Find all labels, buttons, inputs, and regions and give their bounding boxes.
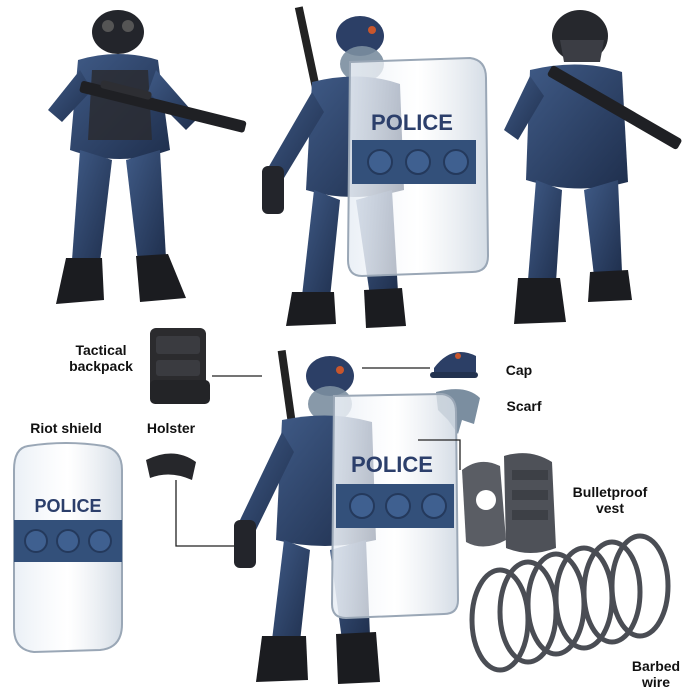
riot-shield-accessory: POLICE — [13, 442, 123, 654]
swat-figure-shield-top: POLICE — [262, 6, 490, 328]
barbed-wire — [469, 533, 671, 673]
swat-figure-helmet — [504, 10, 682, 324]
label-cap: Cap — [505, 362, 533, 378]
label-tactical-backpack: Tactical backpack — [69, 342, 133, 374]
cap — [430, 352, 478, 378]
label-scarf: Scarf — [506, 398, 542, 414]
shield-top-text: POLICE — [371, 110, 453, 135]
holster — [146, 453, 196, 480]
shield-bottom-text: POLICE — [351, 452, 433, 477]
label-bulletproof-vest: Bulletproof vest — [572, 484, 648, 516]
leader-lines — [175, 367, 461, 547]
label-barbed-wire: Barbed wire — [631, 658, 681, 690]
label-holster: Holster — [146, 420, 196, 436]
swat-figure-nightvision — [48, 10, 247, 304]
riot-shield-text: POLICE — [34, 496, 101, 516]
swat-figure-shield-bottom: POLICE — [234, 350, 460, 684]
tactical-backpack — [150, 328, 210, 404]
bulletproof-vest — [462, 453, 556, 553]
label-riot-shield: Riot shield — [30, 420, 102, 436]
